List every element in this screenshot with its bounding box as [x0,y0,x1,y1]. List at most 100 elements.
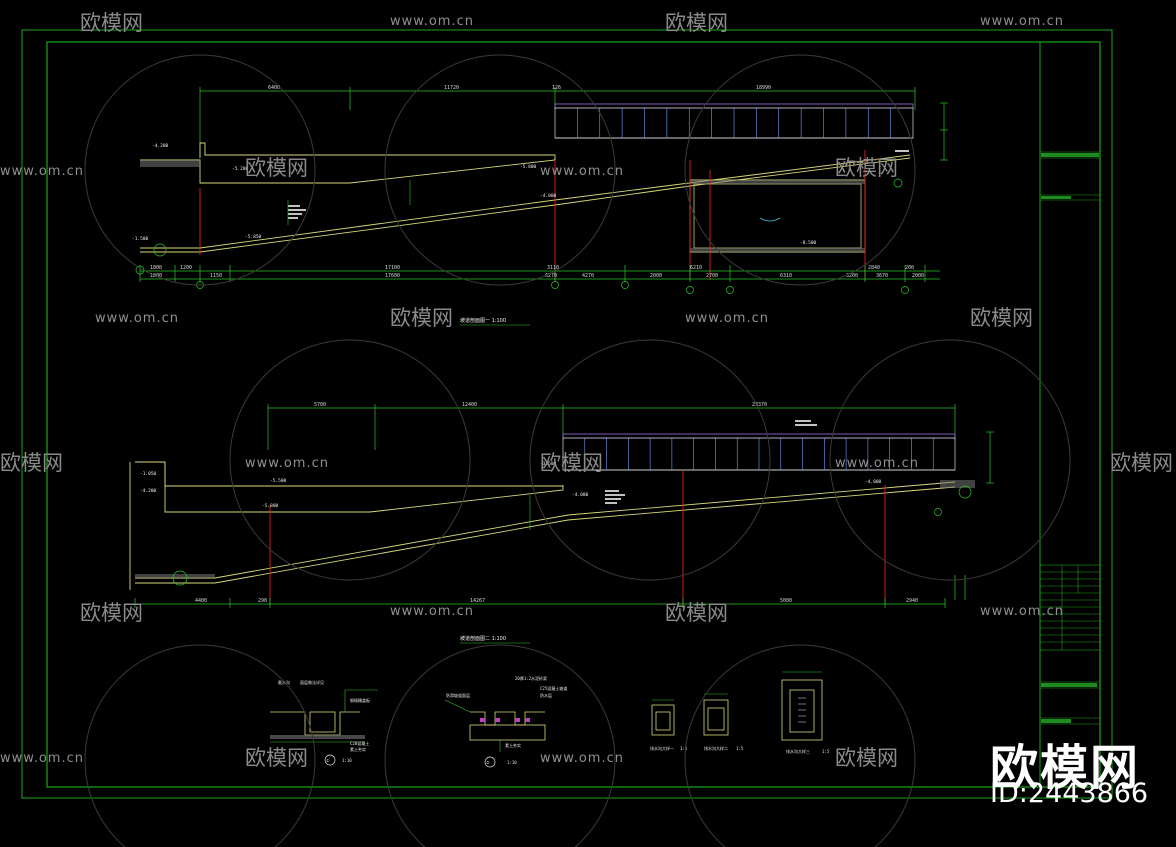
s2-level-7: -4.000 [865,479,882,485]
detail2-note-3: C25混凝土坡道 [540,685,567,691]
dim-s1-b6: 2000 [650,273,662,279]
dim-s2-b2: 290 [258,598,267,604]
s1-level-2: -5.200 [232,166,249,172]
section1-axis-lines [199,150,866,280]
watermark-brand: 欧模网 [1110,451,1173,475]
section2-fill [135,480,975,578]
dim-s2-top-3: 23370 [752,402,767,408]
section-2: 5700 12400 23370 [129,402,994,644]
watermark-site: www.om.cn [390,14,474,29]
watermark-site: www.om.cn [980,14,1064,29]
watermark-brand: 欧模网 [835,156,898,180]
watermark-logo: 欧模网 [990,740,1141,796]
detail1-note-3: 钢格栅盖板 [350,697,370,703]
s2-level-3: -5.500 [270,478,287,484]
dim-s2-b4: 5000 [780,598,792,604]
dim-s1-b8: 2700 [706,273,718,279]
detail5-note-1: 排水沟大样三 [786,748,810,754]
section2-ramp [129,461,956,590]
section1-bottom-dimensions [139,265,940,282]
dim-s1-top-3: 126 [552,85,561,91]
watermark-site: www.om.cn [390,604,474,619]
dim-s1-b5: 4270 [582,273,594,279]
watermark-brand: 欧模网 [540,451,603,475]
detail5-scale: 1:5 [822,749,830,754]
s1-level-3: -5.800 [520,164,537,170]
detail4-scale: 1:5 [736,746,744,751]
watermark-site: www.om.cn [95,311,179,326]
section1-fill [140,160,865,252]
dim-s1-top-4: 18990 [756,85,771,91]
s2-level-6: -4.080 [572,492,589,498]
watermark-site: www.om.cn [835,456,919,471]
detail2-ref: ② [486,760,490,765]
drawing-frame [21,29,1113,799]
detail1-note-4: C20混凝土 [350,740,369,746]
dim-s1-top-1: 6400 [268,85,280,91]
section2-axis-lines [269,470,886,605]
watermark-site: www.om.cn [540,164,624,179]
section2-top-dimensions [267,404,956,450]
section2-mullions [584,438,934,470]
dim-s1-b1: 1800 [150,265,162,271]
section2-bottom-dimensions [134,575,966,608]
dim-s1-c4: 6270 [545,273,557,279]
dim-s2-top-2: 12400 [462,402,477,408]
dim-s1-b11: 2840 [868,265,880,271]
watermark-site: www.om.cn [0,751,84,766]
dim-s1-b7: 6210 [690,265,702,271]
dim-s1-c3: 17600 [385,273,400,279]
detail-4: 排水沟大样二 1:5 [703,693,744,751]
s1-level-5: -5.850 [245,234,262,240]
watermark-layer: 欧模网 www.om.cn 欧模网 www.om.cn www.om.cn 欧模网 www.… [0,11,1173,847]
watermark-brand: 欧模网 [245,156,308,180]
section1-mullions [577,108,891,138]
detail2-scale: 1:10 [507,760,517,765]
detail2-note-4: 防水层 [540,692,552,698]
detail1-scale: 1:10 [342,758,352,763]
s1-level-4: -4.000 [540,193,557,199]
section-1: 6400 11720 126 18990 [132,85,948,326]
s1-level-6: -8.500 [800,240,817,246]
section2-axis-bubbles [172,485,972,586]
watermark-id: ID:2443866 [990,778,1149,809]
watermark-site: www.om.cn [245,456,329,471]
detail3-note-1: 排水沟大样一 [650,745,674,751]
s2-level-5: -5.800 [262,503,279,509]
dim-s2-b3: 14267 [470,598,485,604]
detail1-note-2: 面层做法详见 [300,679,324,685]
dim-s1-c2: 1150 [210,273,222,279]
dim-s2-b5: 2940 [906,598,918,604]
s1-level-1: -4.200 [152,143,169,149]
watermark-site: www.om.cn [540,751,624,766]
watermark-brand: 欧模网 [80,11,143,35]
detail2-note-1: 防滑坡道面层 [446,692,470,698]
dim-s1-b4: 3110 [547,265,559,271]
watermark-brand: 欧模网 [390,306,453,330]
watermark-site: www.om.cn [0,164,84,179]
detail-3: 排水沟大样一 1:5 [650,699,688,751]
detail2-note-2: 20厚1:2水泥砂浆 [515,675,547,681]
watermark-brand: 欧模网 [665,601,728,625]
detail1-note-5: 素土夯实 [350,746,366,752]
watermark-site: www.om.cn [685,311,769,326]
title-block [1039,151,1101,725]
detail-2: ② 1:10 防滑坡道面层 20厚1:2水泥砂浆 C25混凝土坡道 防水层 素土… [444,675,567,768]
detail1-ref: ① [326,758,330,763]
dim-s1-b14: 2000 [912,273,924,279]
watermark-brand: 欧模网 [665,11,728,35]
dim-s1-b2: 1200 [180,265,192,271]
watermark-brand: 欧模网 [0,451,63,475]
dim-s1-b9: 6310 [780,273,792,279]
detail4-note-1: 排水沟大样二 [704,745,728,751]
watermark-brand: 欧模网 [835,746,898,770]
s2-level-2: -4.200 [140,488,157,494]
dim-s1-top-2: 11720 [444,85,459,91]
dim-s2-top-1: 5700 [314,402,326,408]
dim-s2-b1: 4400 [195,598,207,604]
watermark-site: www.om.cn [980,604,1064,619]
dim-s1-b13: 3670 [876,273,888,279]
section1-title: 坡道剖面图一 1:100 [460,317,506,324]
detail-5: 排水沟大样三 1:5 [781,671,830,754]
